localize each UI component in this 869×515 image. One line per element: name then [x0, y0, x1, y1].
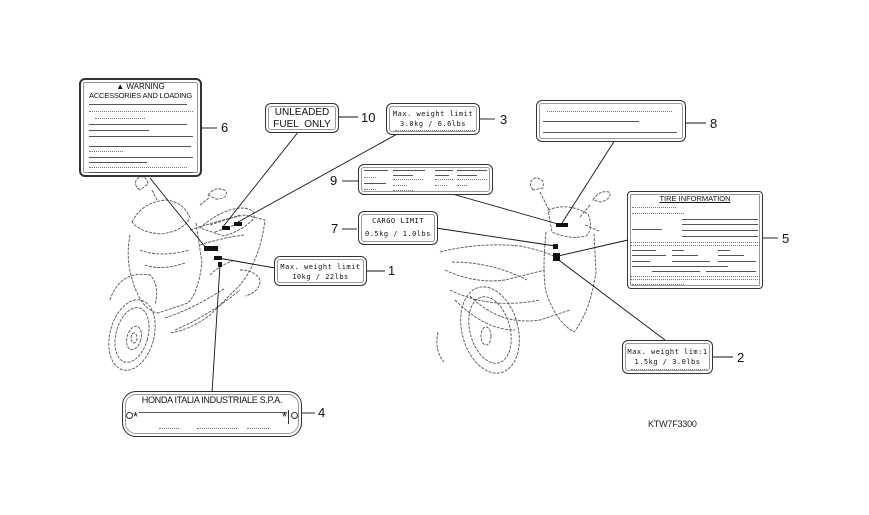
marker-label-6: [204, 246, 218, 251]
callout-ticks: [201, 116, 778, 414]
marker-label-4: [218, 262, 222, 267]
callout-6: 6: [221, 120, 229, 135]
unleaded-fuel-label: UNLEADED FUEL ONLY: [265, 103, 339, 133]
callout-10: 10: [361, 110, 376, 125]
label-3-line-1: Max. weight limit: [392, 110, 474, 118]
marker-label-5: [553, 253, 560, 261]
tire-info-title: TIRE INFORMATION: [659, 194, 731, 203]
callout-9: 9: [330, 173, 338, 188]
max-weight-label-front: Max. weight limit 10kg / 22lbs: [274, 256, 367, 286]
callout-2: 2: [737, 350, 745, 365]
scooter-front-view: [108, 176, 266, 371]
part-code: KTW7F3300: [648, 419, 697, 429]
manufacturer-name: HONDA ITALIA INDUSTRIALE S.P.A.: [141, 395, 283, 405]
tire-information-label: TIRE INFORMATION: [627, 191, 763, 289]
marker-label-10: [222, 226, 230, 230]
multi-column-label: [358, 164, 493, 195]
warning-triangle-icon: ▲: [116, 82, 125, 91]
label-1-line-2: 10kg / 22lbs: [292, 273, 349, 281]
cargo-limit-title: CARGO LIMIT: [372, 217, 424, 225]
asterisk-right: *: [281, 409, 287, 424]
warning-title: WARNING: [126, 82, 165, 91]
leader-lines: [149, 130, 666, 394]
cargo-limit-value: 0.5kg / 1.0lbs: [364, 230, 431, 238]
plate-hole-left: [126, 412, 133, 419]
callout-3: 3: [500, 112, 508, 127]
label-1-line-1: Max. weight limit: [280, 263, 361, 271]
callout-5: 5: [782, 231, 790, 246]
label-3-line-2: 3.0kg / 6.6lbs: [399, 120, 466, 128]
callout-1: 1: [388, 263, 396, 278]
max-weight-label-rear: Max. weight lim:1 1.5kg / 3.0lbs: [622, 340, 713, 374]
marker-label-7: [553, 244, 558, 249]
marker-label-8: [556, 223, 568, 227]
scooter-rear-view: [436, 177, 611, 374]
callout-4: 4: [318, 405, 326, 420]
fuel-label-line-2: FUEL ONLY: [273, 119, 331, 130]
fuel-label-line-1: UNLEADED: [274, 107, 330, 118]
marker-label-3: [234, 222, 242, 226]
max-weight-label-seat: Max. weight limit 3.0kg / 6.6lbs: [386, 103, 480, 135]
asterisk-left: *: [133, 409, 139, 424]
cargo-limit-label: CARGO LIMIT 0.5kg / 1.0lbs: [358, 211, 438, 245]
plate-hole-right: [291, 412, 298, 419]
label-2-line-2: 1.5kg / 3.0lbs: [634, 358, 701, 366]
blank-label: [536, 100, 686, 142]
manufacturer-plate: HONDA ITALIA INDUSTRIALE S.P.A. * *: [122, 391, 302, 437]
callout-8: 8: [710, 116, 718, 131]
warning-subtitle: ACCESSORIES AND LOADING: [89, 91, 192, 100]
label-2-line-1: Max. weight lim:1: [627, 348, 708, 356]
warning-label: ▲ WARNING ACCESSORIES AND LOADING: [79, 78, 202, 177]
callout-7: 7: [331, 221, 339, 236]
